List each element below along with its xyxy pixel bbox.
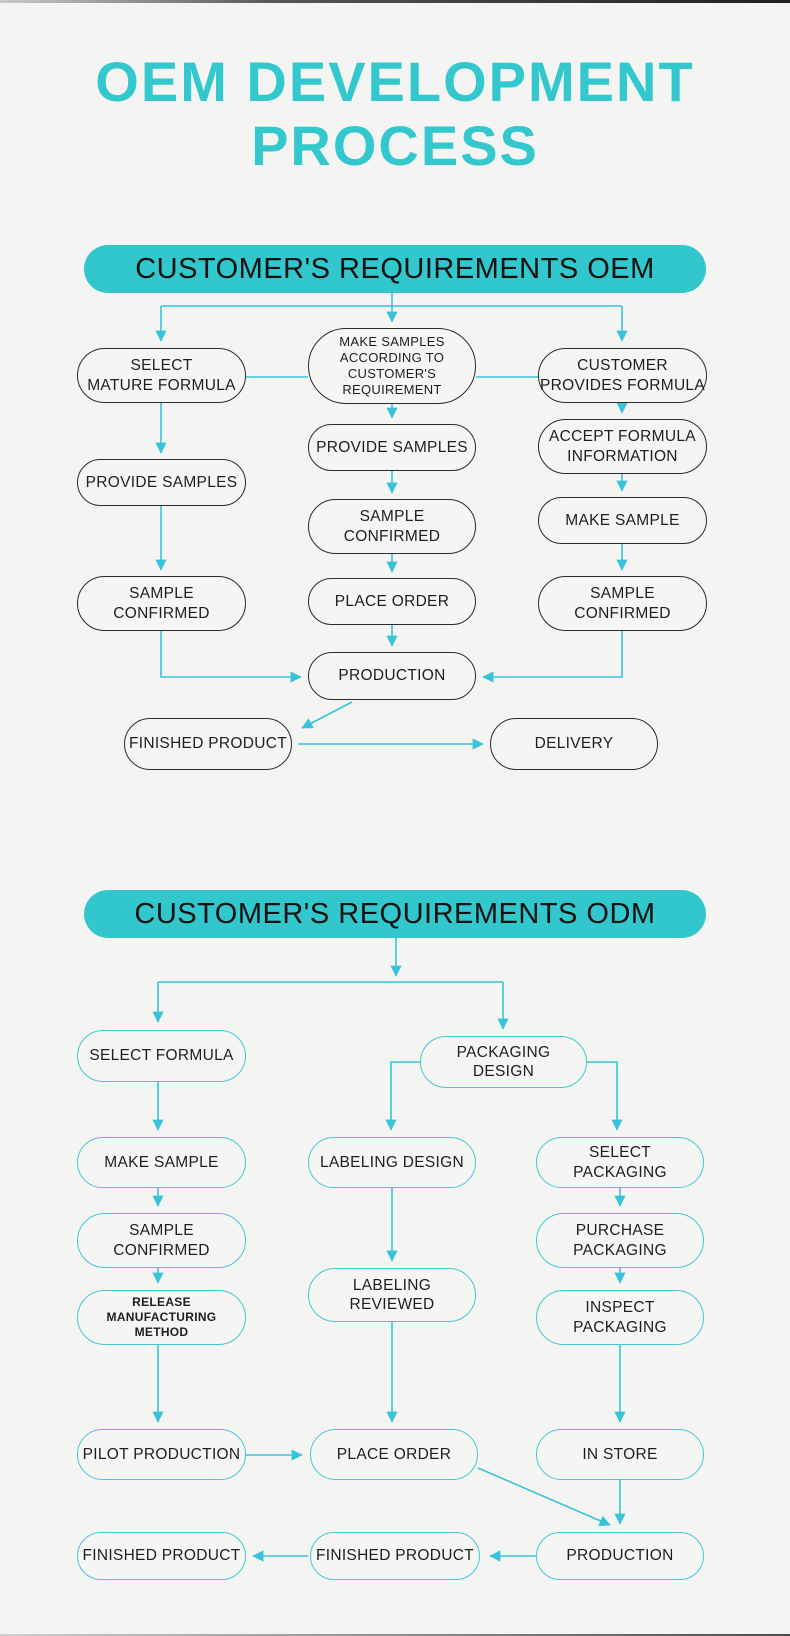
flow-connector bbox=[482, 631, 623, 683]
flow-connector bbox=[301, 701, 353, 729]
oem-accept-formula-information: ACCEPT FORMULA INFORMATION bbox=[538, 419, 707, 474]
oem-select-mature-formula: SELECT MATURE FORMULA bbox=[77, 348, 246, 403]
flow-connector bbox=[477, 1467, 611, 1527]
oem-place-order: PLACE ORDER bbox=[308, 578, 476, 625]
oem-make-sample: MAKE SAMPLE bbox=[538, 497, 707, 544]
odm-labeling-reviewed: LABELING REVIEWED bbox=[308, 1268, 476, 1322]
odm-finished-product-center: FINISHED PRODUCT bbox=[310, 1532, 480, 1580]
oem-sample-confirmed-right: SAMPLE CONFIRMED bbox=[538, 576, 707, 631]
oem-make-samples-according: MAKE SAMPLES ACCORDING TO CUSTOMER'S REQ… bbox=[308, 328, 476, 404]
flow-connector bbox=[385, 1061, 420, 1131]
flow-connector bbox=[160, 631, 302, 683]
odm-purchase-packaging: PURCHASE PACKAGING bbox=[536, 1213, 704, 1268]
oem-provide-samples-left: PROVIDE SAMPLES bbox=[77, 459, 246, 506]
oem-delivery: DELIVERY bbox=[490, 718, 658, 770]
odm-section-banner: CUSTOMER'S REQUIREMENTS ODM bbox=[84, 890, 706, 938]
bottom-divider-line bbox=[0, 1634, 790, 1636]
odm-select-packaging: SELECT PACKAGING bbox=[536, 1137, 704, 1188]
oem-sample-confirmed-center: SAMPLE CONFIRMED bbox=[308, 499, 476, 554]
flow-connector bbox=[587, 1061, 623, 1131]
odm-production: PRODUCTION bbox=[536, 1532, 704, 1580]
odm-make-sample: MAKE SAMPLE bbox=[77, 1137, 246, 1188]
page-title: OEM DEVELOPMENT PROCESS bbox=[0, 50, 790, 178]
odm-in-store: IN STORE bbox=[536, 1429, 704, 1480]
odm-place-order: PLACE ORDER bbox=[310, 1429, 478, 1480]
oem-section-banner: CUSTOMER'S REQUIREMENTS OEM bbox=[84, 245, 706, 293]
top-divider-line bbox=[0, 0, 790, 3]
odm-pilot-production: PILOT PRODUCTION bbox=[77, 1429, 246, 1480]
odm-release-manufacturing-method: RELEASE MANUFACTURING METHOD bbox=[77, 1290, 246, 1345]
odm-sample-confirmed: SAMPLE CONFIRMED bbox=[77, 1213, 246, 1268]
oem-production: PRODUCTION bbox=[308, 652, 476, 700]
oem-customer-provides-formula: CUSTOMER PROVIDES FORMULA bbox=[538, 348, 707, 403]
oem-sample-confirmed-left: SAMPLE CONFIRMED bbox=[77, 576, 246, 631]
odm-inspect-packaging: INSPECT PACKAGING bbox=[536, 1290, 704, 1345]
page-title-line1: OEM DEVELOPMENT bbox=[95, 50, 695, 113]
odm-finished-product-left: FINISHED PRODUCT bbox=[77, 1532, 246, 1580]
odm-labeling-design: LABELING DESIGN bbox=[308, 1137, 476, 1188]
oem-finished-product: FINISHED PRODUCT bbox=[124, 718, 292, 770]
oem-provide-samples-center: PROVIDE SAMPLES bbox=[308, 424, 476, 471]
odm-select-formula: SELECT FORMULA bbox=[77, 1030, 246, 1082]
odm-packaging-design: PACKAGING DESIGN bbox=[420, 1036, 587, 1088]
page-title-line2: PROCESS bbox=[251, 114, 539, 177]
